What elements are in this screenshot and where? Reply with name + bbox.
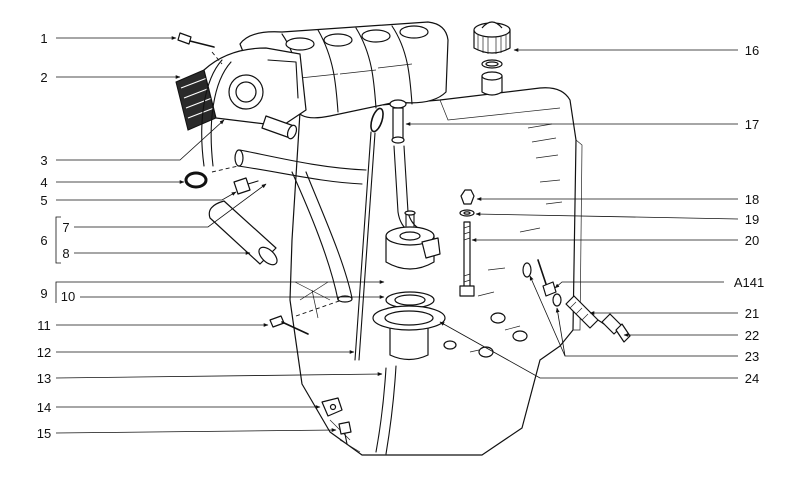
- callout-number: 22: [745, 328, 759, 343]
- part-12-dipstick: [354, 107, 384, 361]
- part-10-ring: [385, 291, 435, 309]
- callout-15: 15: [37, 426, 337, 441]
- callout-number: 17: [745, 117, 759, 132]
- part-17-tube-fitting: [389, 99, 407, 144]
- part-2-throttle-boot: [175, 69, 217, 131]
- part-16-filler-cap: [473, 21, 511, 69]
- callout-number: 18: [745, 192, 759, 207]
- callout-22: 22: [623, 328, 759, 343]
- callout-number: 10: [61, 289, 75, 304]
- part-a141-rod: [537, 259, 557, 297]
- callout-6-group: 6: [40, 216, 61, 264]
- callout-number: 1: [40, 31, 47, 46]
- callout-number: 4: [40, 175, 47, 190]
- callout-number: 21: [745, 306, 759, 321]
- callout-number: 7: [62, 220, 69, 235]
- part-22-sensor: [597, 313, 631, 343]
- callout-7: 7: [62, 183, 267, 235]
- callout-16: 16: [513, 43, 759, 58]
- callout-19: 19: [475, 212, 759, 227]
- callout-4: 4: [40, 175, 185, 190]
- callout-14: 14: [37, 400, 321, 415]
- part-8-tube: [208, 200, 278, 266]
- part-23-washers: [522, 262, 562, 307]
- callout-a141: A141: [554, 275, 764, 290]
- callout-2: 2: [40, 70, 181, 85]
- callout-number: A141: [734, 275, 764, 290]
- callout-number: 2: [40, 70, 47, 85]
- callout-number: 6: [40, 233, 47, 248]
- part-4-clamp: [184, 165, 239, 189]
- part-3-hose: [201, 59, 232, 167]
- callout-number: 16: [745, 43, 759, 58]
- callout-number: 3: [40, 153, 47, 168]
- callout-number: 9: [40, 286, 47, 301]
- part-14-bracket: [321, 397, 343, 417]
- part-19-washer: [459, 209, 475, 217]
- callout-5: 5: [40, 191, 237, 208]
- callout-number: 15: [37, 426, 51, 441]
- callout-23: 23: [529, 275, 759, 364]
- callout-number: 12: [37, 345, 51, 360]
- callout-20: 20: [471, 233, 759, 248]
- callout-number: 14: [37, 400, 51, 415]
- throttle-body: [203, 47, 307, 140]
- callout-10: 10: [61, 289, 385, 304]
- part-20-stud: [459, 221, 475, 297]
- callout-12: 12: [37, 345, 355, 360]
- callout-24: 24: [439, 321, 759, 386]
- part-11-clip: [269, 299, 343, 335]
- callout-8: 8: [62, 246, 251, 261]
- part-5-bolt: [233, 177, 259, 195]
- part-13-cup: [372, 305, 446, 455]
- callout-3: 3: [40, 119, 225, 168]
- callout-number: 8: [62, 246, 69, 261]
- callout-9: 9: [40, 280, 385, 303]
- callout-21: 21: [589, 306, 759, 321]
- callout-number: 24: [745, 371, 759, 386]
- engine-block: [289, 71, 583, 456]
- callout-11: 11: [37, 318, 269, 333]
- callout-number: 19: [745, 212, 759, 227]
- callout-1: 1: [40, 31, 177, 46]
- callout-number: 23: [745, 349, 759, 364]
- callout-17: 17: [405, 117, 759, 132]
- callout-13: 13: [37, 371, 383, 386]
- callout-18: 18: [476, 192, 759, 207]
- callout-number: 20: [745, 233, 759, 248]
- callout-number: 5: [40, 193, 47, 208]
- callout-number: 13: [37, 371, 51, 386]
- part-15-bolt: [338, 421, 352, 445]
- part-18-nut: [460, 189, 475, 205]
- part-1-hose-clip: [177, 32, 223, 65]
- part-9-assembly: [385, 210, 441, 270]
- part-7-hose: [234, 149, 367, 303]
- callout-number: 11: [37, 318, 51, 333]
